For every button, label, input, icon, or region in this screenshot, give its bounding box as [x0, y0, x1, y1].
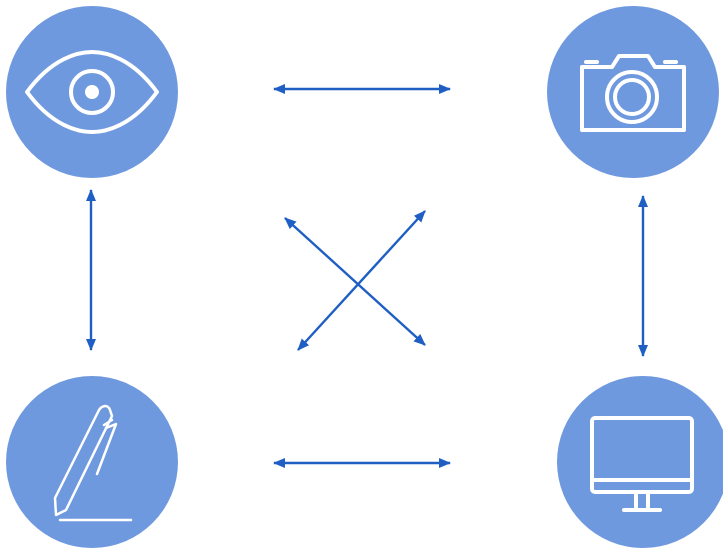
- node-capture-circle: [547, 6, 719, 178]
- node-display: [557, 376, 723, 548]
- node-write-circle: [6, 376, 178, 548]
- node-write: [6, 376, 178, 548]
- node-see: [6, 6, 178, 178]
- connector-arrows: [86, 84, 648, 468]
- arrow-see-display: [284, 217, 426, 346]
- pen-icon: [53, 404, 133, 522]
- monitor-icon: [590, 416, 694, 512]
- arrow-capture-write: [297, 210, 426, 351]
- camera-icon: [580, 54, 686, 132]
- node-capture: [547, 6, 719, 178]
- node-display-circle: [557, 376, 723, 548]
- eye-icon: [25, 50, 159, 134]
